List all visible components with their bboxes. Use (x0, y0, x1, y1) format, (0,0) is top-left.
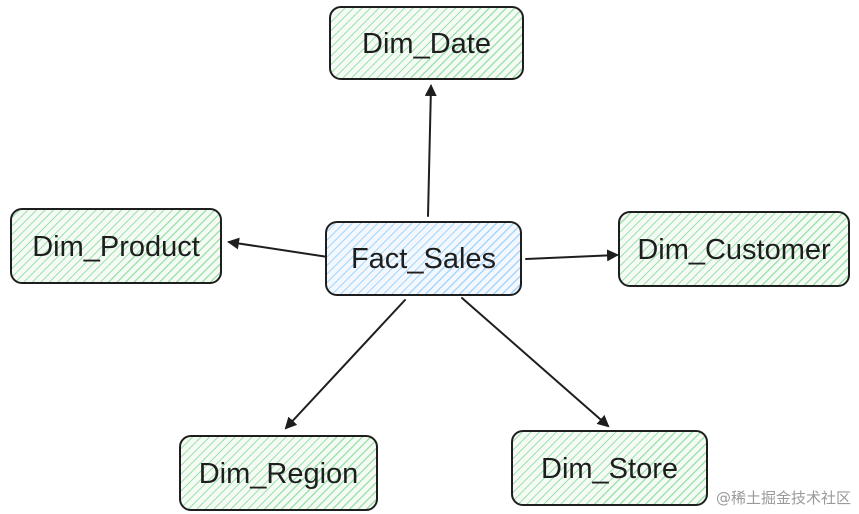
node-label: Dim_Date (362, 27, 491, 60)
node-label: Dim_Region (198, 457, 359, 490)
watermark: @稀土掘金技术社区 (715, 489, 851, 507)
node-dim-customer[interactable]: Dim_Customer (618, 211, 850, 287)
node-dim-store[interactable]: Dim_Store (511, 430, 708, 506)
edge-fact-sales-to-dim-region (284, 299, 406, 430)
edge-fact-sales-to-dim-customer (525, 249, 619, 262)
node-label: Dim_Customer (637, 233, 831, 266)
node-dim-product[interactable]: Dim_Product (10, 208, 222, 284)
node-label: Dim_Product (32, 230, 200, 263)
node-label: Dim_Store (541, 452, 678, 485)
node-label: Fact_Sales (350, 243, 497, 275)
node-dim-region[interactable]: Dim_Region (179, 435, 378, 511)
edge-fact-sales-to-dim-date (424, 84, 437, 217)
node-fact-sales[interactable]: Fact_Sales (325, 221, 522, 296)
edge-fact-sales-to-dim-store (461, 297, 610, 428)
node-dim-date[interactable]: Dim_Date (329, 6, 524, 80)
edge-fact-sales-to-dim-product (227, 237, 329, 258)
